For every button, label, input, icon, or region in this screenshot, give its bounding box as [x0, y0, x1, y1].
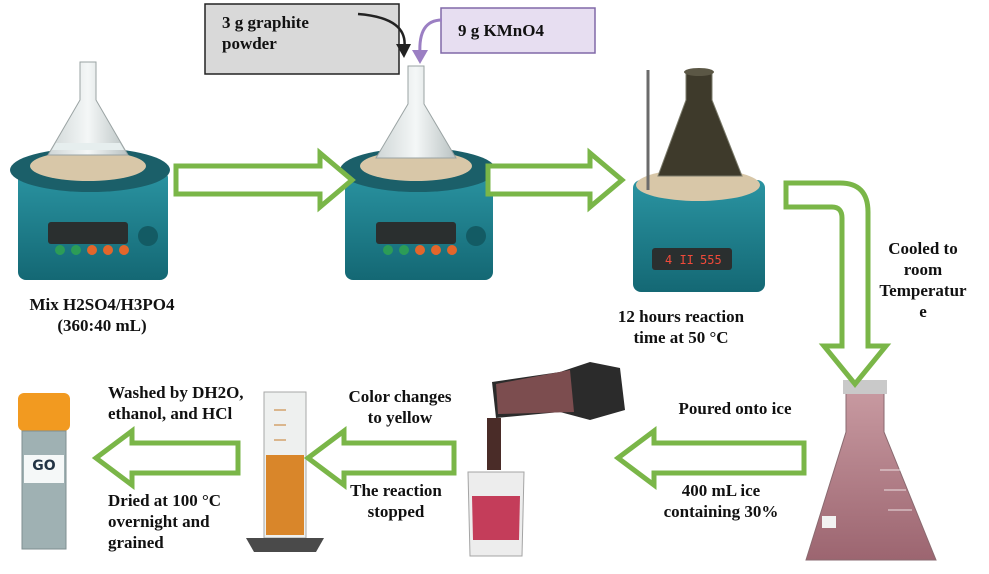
- stirrer-3-with-dark-flask: 4 II 555: [633, 68, 765, 292]
- graphite-label-line2: powder: [222, 34, 277, 53]
- svg-text:555: 555: [700, 253, 722, 267]
- reaction-label: 12 hours reaction time at 50 °C: [596, 306, 766, 348]
- svg-text:4 II: 4 II: [665, 253, 694, 267]
- cooled-label-line1: Cooled to: [888, 239, 958, 258]
- dried-label-line1: Dried at 100 °C: [108, 491, 222, 510]
- pink-flask: [805, 380, 937, 561]
- ice-label-line2: containing 30%: [663, 502, 779, 521]
- arrow-down-curve: [783, 180, 892, 388]
- graphite-label: 3 g graphite powder: [222, 12, 309, 54]
- stirrer-1-with-flask: [10, 61, 170, 280]
- cooled-label: Cooled to room Temperatur e: [868, 238, 978, 322]
- arrow-to-vial: [91, 426, 241, 490]
- color-change-label: Color changes to yellow: [330, 386, 470, 428]
- color-change-line1: Color changes: [348, 387, 452, 406]
- cooled-label-line4: e: [919, 302, 927, 321]
- cooled-label-line2: room: [903, 260, 943, 279]
- kmno4-curved-arrow: [418, 18, 443, 55]
- kmno4-label: 9 g KMnO4: [458, 21, 544, 40]
- stopped-label: The reaction stopped: [326, 480, 466, 522]
- mix-label-line2: (360:40 mL): [57, 316, 147, 335]
- mix-label-line1: Mix H2SO4/H3PO4: [29, 295, 175, 314]
- ice-label-line1: 400 mL ice: [681, 481, 761, 500]
- arrow-ice-left: [613, 426, 807, 490]
- stopped-label-line2: stopped: [367, 502, 425, 521]
- washed-label-line2: ethanol, and HCl: [108, 404, 233, 423]
- arrow-2-to-3: [485, 147, 626, 213]
- flow-arrows: [91, 147, 892, 490]
- arrow-to-cylinder: [303, 426, 457, 490]
- color-change-line2: to yellow: [367, 408, 433, 427]
- arrow-1-to-2: [173, 147, 356, 213]
- dried-label-line3: grained: [108, 533, 164, 552]
- vial-label-text: GO: [32, 458, 56, 474]
- cooled-label-line3: Temperatur: [879, 281, 967, 300]
- washed-label: Washed by DH2O, ethanol, and HCl: [108, 382, 244, 424]
- poured-label: Poured onto ice: [678, 399, 792, 418]
- pouring-scene: [467, 362, 625, 557]
- reaction-label-line2: time at 50 °C: [633, 328, 729, 347]
- dried-label-line2: overnight and: [108, 512, 210, 531]
- mix-label: Mix H2SO4/H3PO4 (360:40 mL): [12, 294, 192, 336]
- graduated-cylinder: [246, 391, 324, 552]
- washed-label-line1: Washed by DH2O,: [108, 383, 244, 402]
- graphite-label-line1: 3 g graphite: [222, 13, 309, 32]
- kmno4-box: [440, 7, 596, 54]
- ice-label: 400 mL ice containing 30%: [646, 480, 796, 522]
- reaction-label-line1: 12 hours reaction: [617, 307, 745, 326]
- stopped-label-line1: The reaction: [350, 481, 442, 500]
- dried-label: Dried at 100 °C overnight and grained: [108, 490, 221, 553]
- stirrer-2-with-flask: [340, 65, 496, 280]
- go-vial: [18, 393, 70, 550]
